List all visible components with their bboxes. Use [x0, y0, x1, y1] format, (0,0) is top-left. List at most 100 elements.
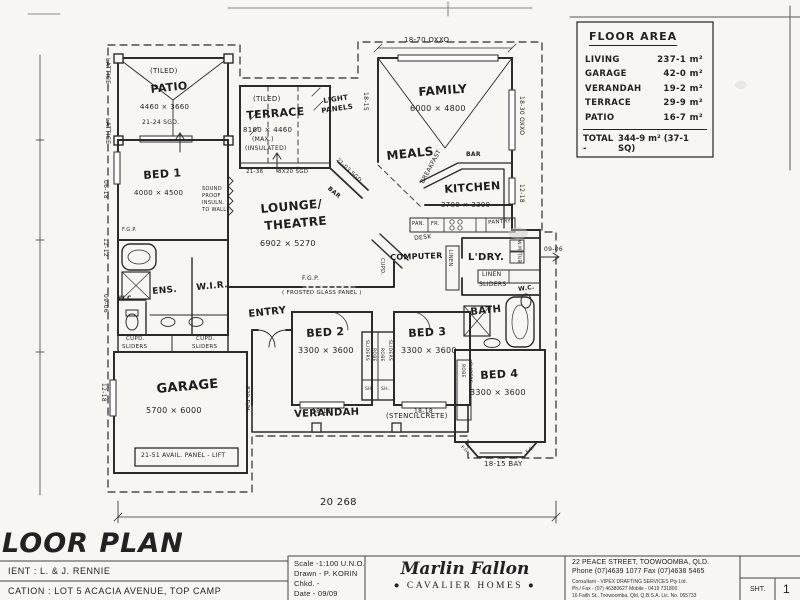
bed3-dims: 3300 × 3600	[401, 346, 457, 355]
bed1-label: BED 1	[142, 166, 182, 182]
row-value: 42-0 m²	[663, 69, 703, 79]
laundry-label: L'DRY.	[468, 252, 505, 263]
wc1-label: W.C.	[118, 295, 135, 302]
bed4-robe-label: ROBE	[460, 364, 465, 378]
terrace-door-code: 8X20 SGD	[278, 169, 309, 175]
computer-cupd-label: CUPD.	[379, 258, 385, 276]
checked-row: Chkd. -	[294, 579, 320, 588]
soundproof-note-2: PROOF	[202, 193, 221, 199]
builder-subtitle: ● CAVALIER HOMES ●	[365, 581, 565, 591]
consultant-line-3: 16 Faith St., Toowoomba, Qld. Q.B.S.A. L…	[572, 593, 697, 599]
linen-label-2: LINEN	[482, 271, 502, 278]
window-code-garage: 12-18	[100, 383, 107, 402]
robe-label-l: ROBE	[371, 348, 376, 362]
bed4-dims: 3300 × 3600	[470, 388, 526, 397]
drawn-row: Drawn - P. KORIN	[294, 569, 358, 578]
window-code-left-3: 09-06	[102, 294, 109, 313]
row-label: TERRACE	[585, 98, 632, 108]
sheet-label: SHT.	[750, 586, 766, 593]
shelf-label-1: SH.	[365, 387, 374, 392]
row-value: 237-1 m²	[657, 54, 703, 65]
robe-sliders-label-r1: SLIDERS	[387, 340, 392, 362]
floor-area-row-patio: PATIO 16-7 m²	[577, 113, 713, 123]
fgp-ens-label: F.G.P.	[122, 227, 137, 233]
row-label: VERANDAH	[585, 83, 642, 94]
bed2-label: BED 2	[305, 325, 345, 340]
bed1-dims: 4000 × 4500	[134, 189, 184, 197]
bar-label-kitchen: BAR	[466, 151, 481, 158]
soundproof-note-4: TO WALLS	[202, 207, 230, 213]
lattice-label-1: LATTICE	[104, 58, 111, 85]
fgp-label: F.G.P.	[302, 275, 320, 282]
bullet-right: ●	[527, 581, 537, 591]
bed3-window-code: 18-18	[414, 408, 433, 415]
total-value: 344-9 m² (37-1 SQ)	[618, 133, 689, 154]
overall-width-dim: 20 268	[320, 497, 357, 508]
row-label: PATIO	[585, 112, 615, 123]
row-value: 16-7 m²	[663, 112, 703, 123]
lounge-dims: 6902 × 5270	[260, 239, 316, 248]
robe-sliders-label-l1: SLIDERS	[364, 340, 369, 362]
right-window-code-lower: 12-18	[518, 184, 525, 203]
floor-area-row-living: LIVING 237-1 m²	[577, 55, 713, 65]
builder-address: 22 PEACE STREET, TOOWOOMBA, QLD.	[572, 559, 710, 566]
patio-dims: 4460 × 3660	[140, 103, 190, 111]
tub-label: TUB	[516, 253, 521, 264]
location-row: CATION : LOT 5 ACACIA AVENUE, TOP CAMP	[8, 586, 222, 596]
soundproof-note-3: INSULN.	[202, 200, 225, 206]
builder-name: Marlin Fallon	[400, 559, 530, 579]
garage-door-label: 21-51 AVAIL. PANEL - LIFT	[141, 452, 226, 459]
floor-area-row-terrace: TERRACE 29-9 m²	[577, 98, 713, 108]
total-label: TOTAL -	[583, 133, 614, 154]
terrace-insulated-note: (INSULATED)	[245, 145, 287, 152]
bay-window-code: 18-15 BAY	[484, 460, 523, 468]
date-row: Date - 09/09	[294, 589, 338, 598]
washing-machine-label: W.M.	[516, 240, 521, 252]
sliders-label-3: SLIDERS	[479, 281, 507, 288]
sliders-label-1: SLIDERS	[122, 344, 148, 350]
garage-dims: 5700 × 6000	[146, 406, 202, 415]
terrace-max-note: (MAX.)	[252, 136, 274, 143]
builder-phone: Phone (07)4639 1077 Fax (07)4638 5465	[572, 568, 705, 575]
row-value: 19-2 m²	[663, 83, 703, 94]
terrace-note: (TILED)	[253, 95, 281, 103]
patio-door-code: 21-24 SGD.	[142, 119, 180, 126]
fridge-label: FR.	[431, 221, 440, 227]
linen-label-1: LINEN	[447, 250, 453, 267]
row-label: LIVING	[585, 54, 620, 65]
bed4-label: BED 4	[479, 367, 519, 382]
builder-logo-block: Marlin Fallon ● CAVALIER HOMES ●	[365, 556, 565, 591]
terrace-window-code: 21-36	[246, 169, 264, 175]
laundry-door-code: 09-06	[544, 246, 563, 253]
floor-area-table: FLOOR AREA LIVING 237-1 m² GARAGE 42-0 m…	[577, 22, 713, 157]
soundproof-note-1: SOUND	[202, 186, 222, 192]
bed2-dims: 3300 × 3600	[298, 346, 354, 355]
row-label: GARAGE	[585, 69, 627, 79]
sheet-number: 1	[783, 582, 790, 596]
sliders-label-2: SLIDERS	[192, 344, 218, 350]
pantry-cupd-label: PAN.	[412, 221, 425, 227]
floor-area-total-row: TOTAL - 344-9 m² (37-1 SQ)	[583, 128, 707, 154]
lattice-label-2: LATTICE	[104, 118, 111, 145]
bed4-robe-sliders-label: SLIDERS	[467, 362, 472, 384]
entry-door-code: 820 D/H	[244, 386, 250, 411]
robe-label-r: ROBE	[379, 348, 384, 362]
family-left-window-code: 18-15	[362, 92, 369, 111]
terrace-dims: 8160 × 4460	[243, 126, 293, 134]
scale-row: Scale -1:100 U.N.O.	[294, 559, 365, 568]
builder-subtitle-text: CAVALIER HOMES	[406, 581, 524, 591]
bed2-window-code: 18-18	[312, 408, 331, 415]
floor-area-row-verandah: VERANDAH 19-2 m²	[577, 84, 713, 94]
kitchen-dims: 3700 × 3300	[441, 201, 491, 209]
row-value: 29-9 m²	[663, 98, 703, 108]
window-code-left-2: 12-12	[102, 238, 109, 257]
bed3-label: BED 3	[407, 325, 447, 340]
family-dims: 6000 × 4800	[410, 104, 466, 113]
consultant-line-2: Ph./ Fax - (07) 46380627 Mobile - 0419 7…	[572, 586, 678, 592]
verandah-note: (STENCILCRETE)	[386, 412, 448, 420]
floor-area-title: FLOOR AREA	[589, 30, 678, 46]
cupd-label-1: CUPD.	[126, 336, 145, 342]
cupd-label-2: CUPD.	[196, 336, 215, 342]
